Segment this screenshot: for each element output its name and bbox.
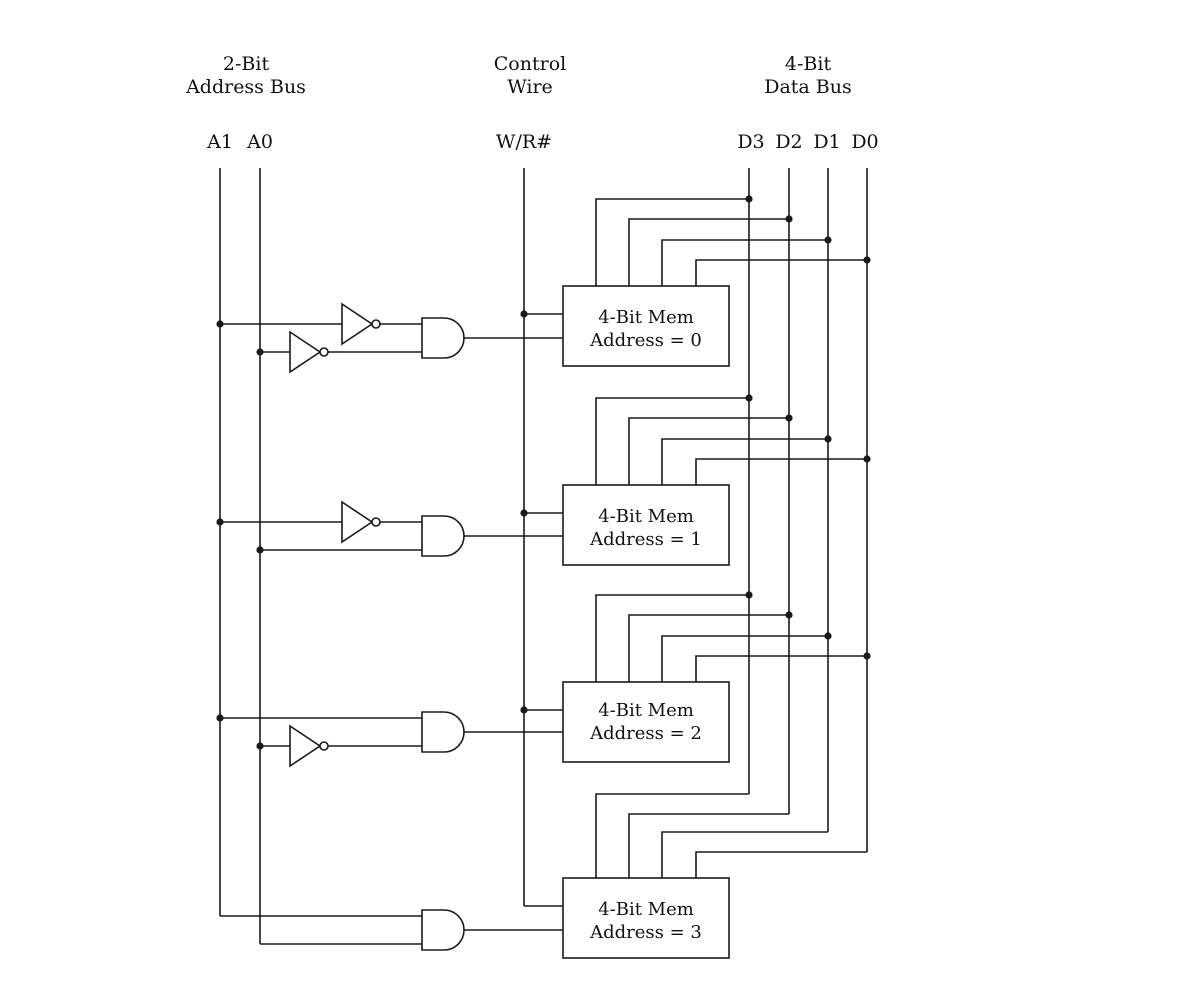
memory-address: Address = 1 (589, 529, 702, 550)
a0-junction-dot-row-0 (256, 348, 264, 356)
wr-junction-dot-row-0 (520, 310, 528, 318)
d2-junction-dot-mem-2 (785, 611, 793, 619)
a1-junction-dot-row-2 (216, 714, 224, 722)
buffer-triangle (289, 330, 322, 374)
signal-a0-label: A0 (246, 131, 273, 153)
d3-data-wire-mem-3 (595, 793, 749, 878)
d3-junction-dot-mem-2 (745, 591, 753, 599)
a1-junction-dot-row-1 (216, 518, 224, 526)
d1-junction-dot-mem-1 (824, 435, 832, 443)
memory-address: Address = 0 (589, 330, 702, 351)
control-wire-header-line1: Control (494, 53, 566, 75)
signal-d3-label: D3 (737, 131, 764, 153)
signal-wr-label: W/R# (496, 131, 552, 153)
circuit-wiring-layer (216, 195, 871, 951)
memory-address: Address = 3 (589, 922, 702, 943)
d1-data-wire-mem-3 (661, 831, 828, 878)
signal-d0-label: D0 (851, 131, 878, 153)
address-bus-header-line1: 2-Bit (223, 53, 270, 75)
d2-junction-dot-mem-1 (785, 414, 793, 422)
d3-junction-dot-mem-0 (745, 195, 753, 203)
d3-junction-dot-mem-1 (745, 394, 753, 402)
d2-data-wire-mem-2 (628, 614, 789, 682)
inversion-bubble (319, 741, 329, 751)
data-bus-header-line1: 4-Bit (785, 53, 832, 75)
and-gate-row-2 (421, 711, 465, 753)
memory-box (562, 285, 730, 367)
a1-junction-dot-row-0 (216, 320, 224, 328)
and-gate-row-0 (421, 317, 465, 359)
d3-data-wire-mem-0 (595, 198, 749, 286)
d1-junction-dot-mem-2 (824, 632, 832, 640)
memory-block-2: 4-Bit Mem Address = 2 (562, 681, 730, 763)
memory-title: 4-Bit Mem (598, 307, 694, 328)
memory-title: 4-Bit Mem (598, 506, 694, 527)
wr-junction-dot-row-2 (520, 706, 528, 714)
signal-d1-label: D1 (813, 131, 840, 153)
and-gate-row-1 (421, 515, 465, 557)
memory-box (562, 484, 730, 566)
inversion-bubble (319, 347, 329, 357)
memory-title: 4-Bit Mem (598, 899, 694, 920)
memory-block-1: 4-Bit Mem Address = 1 (562, 484, 730, 566)
d0-data-wire-mem-3 (695, 851, 867, 878)
d0-data-wire-mem-0 (695, 259, 867, 286)
data-bus-header-line2: Data Bus (764, 76, 852, 98)
buffer-triangle (289, 724, 322, 768)
d2-data-wire-mem-1 (628, 417, 789, 485)
d0-data-wire-mem-2 (695, 655, 867, 682)
d1-data-wire-mem-2 (661, 635, 828, 682)
a1-inverter-row-1 (341, 500, 381, 544)
d2-data-wire-mem-0 (628, 218, 789, 286)
a0-junction-dot-row-2 (256, 742, 264, 750)
buffer-triangle (341, 302, 374, 346)
inversion-bubble (371, 517, 381, 527)
a0-inverter-row-2 (289, 724, 329, 768)
d0-junction-dot-mem-1 (863, 455, 871, 463)
d2-junction-dot-mem-0 (785, 215, 793, 223)
memory-box (562, 877, 730, 959)
a0-inverter-row-0 (289, 330, 329, 374)
address-bus-header-line2: Address Bus (185, 76, 306, 98)
memory-block-3: 4-Bit Mem Address = 3 (562, 877, 730, 959)
d0-junction-dot-mem-2 (863, 652, 871, 660)
d3-data-wire-mem-1 (595, 397, 749, 485)
signal-d2-label: D2 (775, 131, 802, 153)
d3-data-wire-mem-2 (595, 594, 749, 682)
d2-data-wire-mem-3 (628, 813, 789, 878)
d0-junction-dot-mem-0 (863, 256, 871, 264)
d0-data-wire-mem-1 (695, 458, 867, 485)
control-wire-header-line2: Wire (507, 76, 553, 98)
and-gate-row-3 (421, 909, 465, 951)
buffer-triangle (341, 500, 374, 544)
wr-junction-dot-row-1 (520, 509, 528, 517)
signal-a1-label: A1 (206, 131, 233, 153)
d1-data-wire-mem-1 (661, 438, 828, 485)
inversion-bubble (371, 319, 381, 329)
d1-junction-dot-mem-0 (824, 236, 832, 244)
memory-title: 4-Bit Mem (598, 700, 694, 721)
memory-address: Address = 2 (589, 723, 702, 744)
a0-junction-dot-row-1 (256, 546, 264, 554)
a1-inverter-row-0 (341, 302, 381, 346)
memory-block-0: 4-Bit Mem Address = 0 (562, 285, 730, 367)
d1-data-wire-mem-0 (661, 239, 828, 286)
memory-box (562, 681, 730, 763)
